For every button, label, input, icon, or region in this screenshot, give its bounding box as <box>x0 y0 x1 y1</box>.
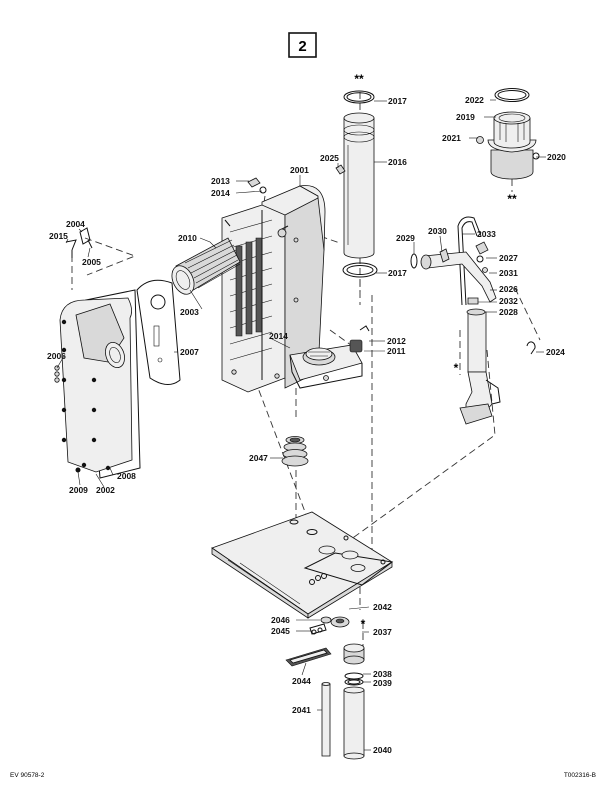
label-2046: 2046 <box>271 615 290 625</box>
label-2028: 2028 <box>499 307 518 317</box>
label-2009: 2009 <box>69 485 88 495</box>
page-number-box <box>288 32 317 58</box>
label-2027: 2027 <box>499 253 518 263</box>
part-2004-electrode <box>79 227 91 245</box>
part-2030-clip <box>439 248 450 263</box>
label-2001: 2001 <box>290 165 309 175</box>
label-2012: 2012 <box>387 336 406 346</box>
label-2037: 2037 <box>373 627 392 637</box>
label-2039: 2039 <box>373 678 392 688</box>
label-2019: 2019 <box>456 112 475 122</box>
part-2047-bellows <box>281 436 309 467</box>
label-2014-top: 2014 <box>211 188 230 198</box>
part-2033-hose <box>457 216 482 306</box>
label-2015: 2015 <box>49 231 68 241</box>
part-2041-rod <box>321 682 331 757</box>
part-2020-clip <box>532 152 540 160</box>
star-marker-cap: * <box>361 617 366 631</box>
part-2046-grommet <box>320 616 332 624</box>
base-plate <box>211 511 394 619</box>
label-2031: 2031 <box>499 268 518 278</box>
label-2017-bottom: 2017 <box>388 268 407 278</box>
part-2038-seal <box>344 672 364 680</box>
label-2010: 2010 <box>178 233 197 243</box>
star-marker-siphon: * <box>454 361 459 375</box>
part-2002-front-cover <box>59 297 133 473</box>
label-2004: 2004 <box>66 219 85 229</box>
part-2024-clip <box>526 341 536 355</box>
part-2026-pipe <box>420 251 497 303</box>
part-2009-nut <box>75 467 81 473</box>
part-2021-plug <box>476 136 484 144</box>
part-2012-clip <box>359 325 370 332</box>
part-labels: 2017 2016 2017 2025 2022 2019 2021 2020 … <box>47 95 566 755</box>
part-2017-bottom-seal <box>342 262 378 278</box>
part-2042-grommet <box>330 616 350 628</box>
part-2019-flue-adapter <box>487 111 537 180</box>
part-2039-ring <box>344 678 364 686</box>
part-2028-siphon <box>459 308 501 425</box>
label-2029: 2029 <box>396 233 415 243</box>
label-2026: 2026 <box>499 284 518 294</box>
part-2016-flue-pipe <box>343 112 375 259</box>
part-2029-seal <box>410 253 418 269</box>
part-2005-screw <box>87 239 93 249</box>
label-2007: 2007 <box>180 347 199 357</box>
label-2006: 2006 <box>47 351 66 361</box>
part-2013-bracket <box>247 177 261 188</box>
part-2022-ring <box>494 88 530 102</box>
double-star-marker-adapter: ** <box>507 192 517 206</box>
part-2011-sensor <box>349 339 363 353</box>
label-2002: 2002 <box>96 485 115 495</box>
label-2016: 2016 <box>388 157 407 167</box>
double-star-marker-top: ** <box>354 72 364 86</box>
doc-code-left: EV 90578-2 <box>10 772 45 779</box>
page-number: 2 <box>298 38 306 55</box>
label-2044: 2044 <box>292 676 311 686</box>
label-2032: 2032 <box>499 296 518 306</box>
part-2014-top-fixing <box>259 186 267 194</box>
label-2021: 2021 <box>442 133 461 143</box>
label-2025: 2025 <box>320 153 339 163</box>
label-2014-lower: 2014 <box>269 331 288 341</box>
label-2040: 2040 <box>373 745 392 755</box>
part-2014-flue-collector <box>289 344 363 389</box>
part-2037-cap <box>343 643 365 665</box>
part-2027-valve <box>475 241 489 263</box>
part-2044-cover-strip <box>285 647 332 667</box>
label-2024: 2024 <box>546 347 565 357</box>
label-2045: 2045 <box>271 626 290 636</box>
label-2041: 2041 <box>292 705 311 715</box>
part-2031-nipple <box>482 267 488 273</box>
part-2015-clip <box>65 239 77 258</box>
label-2047: 2047 <box>249 453 268 463</box>
part-2017-top-seal <box>343 90 375 104</box>
part-2003-burner <box>171 237 241 295</box>
label-2008: 2008 <box>117 471 136 481</box>
label-2020: 2020 <box>547 152 566 162</box>
doc-code-right: T002316-B <box>564 772 596 779</box>
label-2022: 2022 <box>465 95 484 105</box>
part-2007-insulation-plate <box>136 279 181 385</box>
label-2017-top: 2017 <box>388 96 407 106</box>
part-2045-clips <box>309 623 327 635</box>
label-2030: 2030 <box>428 226 447 236</box>
part-2001-heat-exchanger <box>221 185 326 393</box>
part-2040-tube <box>343 686 365 760</box>
label-2013: 2013 <box>211 176 230 186</box>
label-2005: 2005 <box>82 257 101 267</box>
label-2003: 2003 <box>180 307 199 317</box>
part-2006-bolts <box>54 365 60 383</box>
label-2011: 2011 <box>387 346 406 356</box>
part-2032-fitting <box>467 297 479 305</box>
label-2042: 2042 <box>373 602 392 612</box>
label-2038: 2038 <box>373 669 392 679</box>
leader-lines <box>56 99 546 751</box>
label-2033: 2033 <box>477 229 496 239</box>
